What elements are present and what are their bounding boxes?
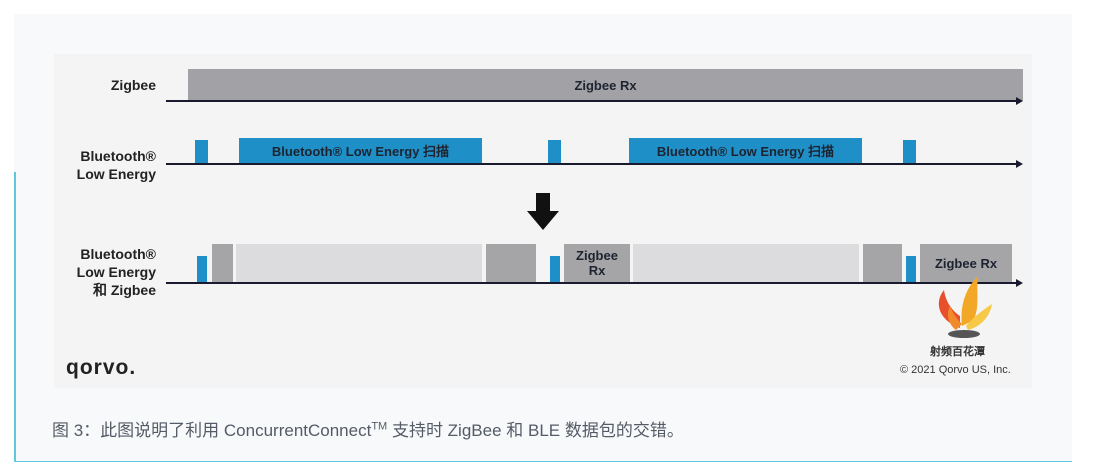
copyright-notice: © 2021 Qorvo US, Inc. [900,364,1011,376]
combined-ble-pulse-1 [197,256,207,282]
zigbee-rx-label: Zigbee Rx [574,77,637,93]
ble-scan-block-2: Bluetooth® Low Energy 扫描 [629,138,862,164]
combined-zigbee-slot-1 [212,244,233,282]
watermark-text: 射频百花潭 [930,346,985,358]
combined-row-label-line3: 和 Zigbee [92,282,156,298]
qorvo-logo: qorvo. [66,356,137,379]
figure-caption: 图 3：此图说明了利用 ConcurrentConnectTM 支持时 ZigB… [52,416,684,441]
ble-axis-arrowhead [1016,160,1023,168]
ble-adv-pulse-1 [195,140,208,164]
left-accent-rule [14,172,16,461]
combined-ble-scan-slot-1 [236,244,482,282]
ble-scan-label-1: Bluetooth® Low Energy 扫描 [271,143,450,159]
bottom-accent-rule [14,461,1072,462]
ble-scan-label-2: Bluetooth® Low Energy 扫描 [656,143,835,159]
zigbee-axis-arrowhead [1016,97,1023,105]
ble-adv-pulse-2 [548,140,561,164]
combined-row-label-line2: Low Energy [76,264,156,280]
zigbee-row-label-text: Zigbee [110,77,156,93]
zigbee-row-label: Zigbee [96,76,156,94]
combined-zigbee-slot-2 [486,244,536,282]
combined-ble-pulse-2 [550,256,560,282]
ble-time-axis [166,163,1016,165]
combined-axis-arrowhead [1016,279,1023,287]
ble-row-label-line2: Low Energy [76,166,156,182]
zigbee-rx-block: Zigbee Rx [188,69,1023,101]
combined-ble-pulse-3 [906,256,916,282]
combined-ble-scan-slot-2 [633,244,859,282]
combined-zigbee-slot-3 [863,244,902,282]
combined-zigbee-rx-block-2: Zigbee Rx [920,244,1012,282]
zigbee-time-axis [166,100,1016,102]
caption-prefix: 图 3：此图说明了利用 ConcurrentConnect [52,421,372,440]
caption-suffix: 支持时 ZigBee 和 BLE 数据包的交错。 [387,421,684,440]
combined-zigbee-rx-label-2: Zigbee Rx [934,255,998,271]
ble-row-label: Bluetooth® Low Energy [56,147,156,183]
ble-row-label-line1: Bluetooth® [80,148,156,164]
watermark-flame-icon [938,276,992,338]
ble-scan-block-1: Bluetooth® Low Energy 扫描 [239,138,482,164]
ble-adv-pulse-3 [903,140,916,164]
caption-trademark: TM [371,420,388,433]
combined-zigbee-rx-label-1: Zigbee Rx [576,248,618,278]
down-arrow-icon [527,193,559,230]
combined-time-axis [166,282,1016,284]
combined-row-label: Bluetooth® Low Energy 和 Zigbee [60,245,156,299]
combined-zigbee-rx-block-1: Zigbee Rx [564,244,630,282]
combined-row-label-line1: Bluetooth® [80,246,156,262]
